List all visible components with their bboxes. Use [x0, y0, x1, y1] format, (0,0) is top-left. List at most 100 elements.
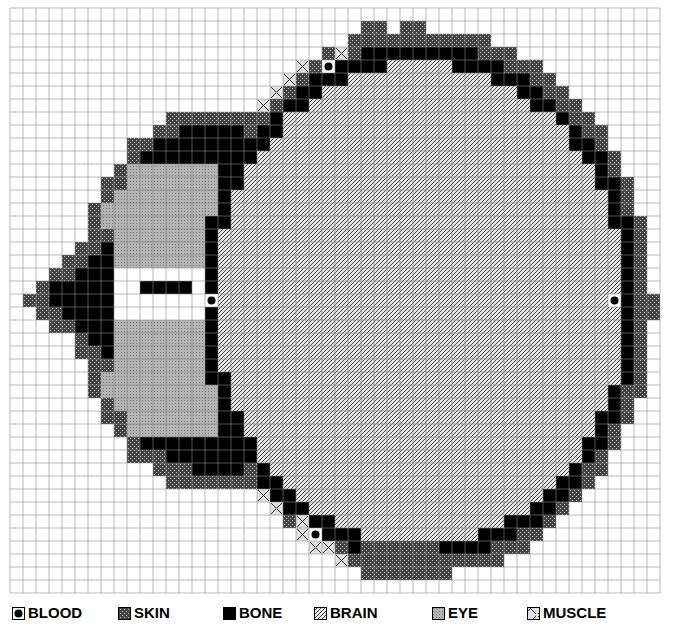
skin-cell — [374, 34, 387, 47]
brain-cell — [426, 151, 439, 164]
brain-cell — [413, 359, 426, 372]
eye-cell — [127, 203, 140, 216]
muscle-cell — [296, 60, 309, 73]
brain-cell — [517, 333, 530, 346]
eye-cell — [114, 216, 127, 229]
grid-line — [322, 8, 323, 593]
skin-cell — [88, 372, 101, 385]
brain-cell — [413, 138, 426, 151]
skin-cell — [517, 541, 530, 554]
brain-cell — [556, 125, 569, 138]
bone-cell — [465, 47, 478, 60]
brain-cell — [556, 320, 569, 333]
brain-cell — [608, 255, 621, 268]
bone-cell — [569, 463, 582, 476]
skin-cell — [348, 554, 361, 567]
bone-cell — [452, 60, 465, 73]
skin-cell — [166, 463, 179, 476]
legend-swatch — [527, 607, 540, 620]
brain-cell — [257, 242, 270, 255]
brain-cell — [348, 268, 361, 281]
eye-cell — [101, 372, 114, 385]
brain-cell — [491, 411, 504, 424]
brain-cell — [244, 411, 257, 424]
brain-cell — [491, 190, 504, 203]
bone-cell — [465, 541, 478, 554]
bone-cell — [101, 255, 114, 268]
brain-cell — [231, 242, 244, 255]
brain-cell — [556, 281, 569, 294]
brain-cell — [491, 216, 504, 229]
bone-cell — [179, 138, 192, 151]
brain-cell — [231, 333, 244, 346]
brain-cell — [387, 385, 400, 398]
brain-cell — [361, 489, 374, 502]
brain-cell — [504, 450, 517, 463]
bone-cell — [153, 281, 166, 294]
brain-cell — [517, 281, 530, 294]
skin-cell — [387, 554, 400, 567]
brain-cell — [439, 476, 452, 489]
brain-cell — [400, 242, 413, 255]
brain-cell — [322, 125, 335, 138]
grid-line — [10, 320, 660, 321]
white-cell — [114, 268, 127, 281]
bone-cell — [192, 437, 205, 450]
bone-cell — [621, 294, 634, 307]
skin-cell — [62, 268, 75, 281]
blood-dot — [325, 63, 333, 71]
brain-cell — [335, 86, 348, 99]
brain-cell — [530, 359, 543, 372]
brain-cell — [387, 190, 400, 203]
brain-cell — [387, 476, 400, 489]
skin-cell — [582, 125, 595, 138]
white-cell — [192, 307, 205, 320]
bone-cell — [608, 385, 621, 398]
eye-cell — [127, 333, 140, 346]
brain-cell — [608, 307, 621, 320]
brain-cell — [257, 385, 270, 398]
brain-cell — [478, 255, 491, 268]
brain-cell — [595, 385, 608, 398]
bone-cell — [192, 125, 205, 138]
skin-cell — [179, 112, 192, 125]
brain-cell — [582, 216, 595, 229]
brain-cell — [309, 164, 322, 177]
bone-cell — [621, 333, 634, 346]
brain-cell — [504, 151, 517, 164]
brain-cell — [426, 190, 439, 203]
skin-cell — [400, 34, 413, 47]
brain-cell — [387, 164, 400, 177]
white-cell — [127, 268, 140, 281]
brain-cell — [270, 242, 283, 255]
skin-cell — [634, 229, 647, 242]
eye-cell — [179, 333, 192, 346]
brain-cell — [556, 346, 569, 359]
bone-cell — [283, 99, 296, 112]
skin-cell — [504, 47, 517, 60]
brain-cell — [478, 333, 491, 346]
brain-cell — [478, 307, 491, 320]
brain-cell — [309, 489, 322, 502]
brain-cell — [374, 242, 387, 255]
brain-cell — [517, 346, 530, 359]
brain-cell — [517, 372, 530, 385]
eye-cell — [153, 164, 166, 177]
brain-cell — [569, 294, 582, 307]
skin-cell — [634, 346, 647, 359]
eye-cell — [127, 320, 140, 333]
brain-cell — [309, 398, 322, 411]
brain-cell — [452, 138, 465, 151]
brain-cell — [465, 99, 478, 112]
brain-cell — [296, 463, 309, 476]
brain-cell — [530, 372, 543, 385]
brain-cell — [400, 151, 413, 164]
brain-cell — [465, 385, 478, 398]
brain-cell — [439, 320, 452, 333]
skin-cell — [465, 554, 478, 567]
brain-cell — [439, 528, 452, 541]
brain-cell — [270, 151, 283, 164]
bone-cell — [335, 60, 348, 73]
bone-cell — [426, 47, 439, 60]
brain-cell — [348, 151, 361, 164]
